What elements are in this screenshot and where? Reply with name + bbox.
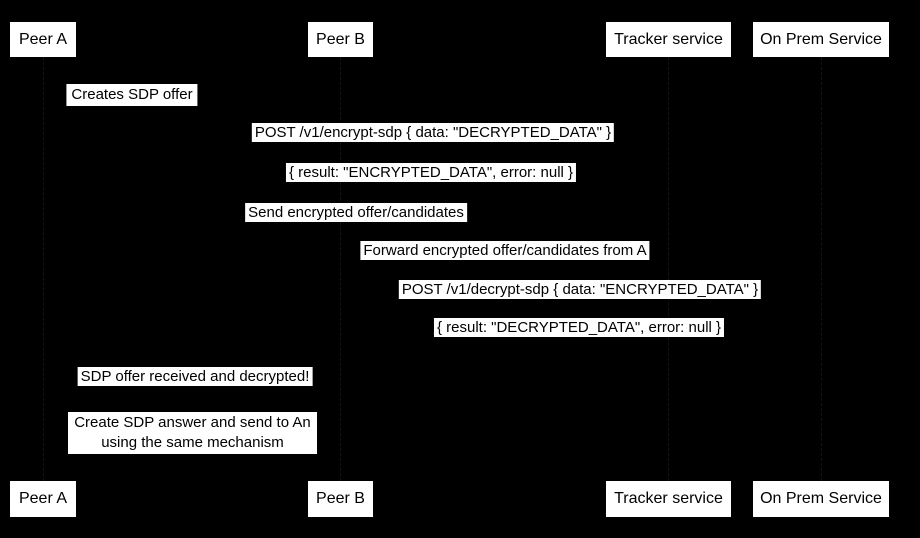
- message-encrypt-sdp-response: { result: "ENCRYPTED_DATA", error: null …: [285, 163, 577, 182]
- note-create-sdp-answer-line-2: using the same mechanism: [101, 434, 284, 451]
- message-decrypt-sdp-response: { result: "DECRYPTED_DATA", error: null …: [433, 318, 725, 337]
- lifeline-on-prem-service: [821, 57, 822, 481]
- lifeline-tracker-service: [668, 57, 669, 481]
- message-forward-encrypted-offer: Forward encrypted offer/candidates from …: [360, 241, 650, 260]
- participant-on-prem-service-top: On Prem Service: [753, 22, 889, 57]
- note-create-sdp-answer: Create SDP answer and send to An using t…: [68, 412, 317, 454]
- participant-on-prem-service-bottom: On Prem Service: [753, 481, 889, 517]
- lifeline-peer-b: [340, 57, 341, 481]
- participant-tracker-service-bottom: Tracker service: [606, 481, 731, 517]
- participant-tracker-service-top: Tracker service: [606, 22, 731, 57]
- note-creates-sdp-offer: Creates SDP offer: [66, 84, 198, 106]
- participant-peer-a-bottom: Peer A: [10, 481, 76, 517]
- message-offer-received: SDP offer received and decrypted!: [77, 367, 313, 386]
- message-send-encrypted-offer: Send encrypted offer/candidates: [245, 203, 467, 222]
- participant-peer-a-top: Peer A: [10, 22, 76, 57]
- message-encrypt-sdp-request: POST /v1/encrypt-sdp { data: "DECRYPTED_…: [251, 123, 615, 142]
- participant-peer-b-bottom: Peer B: [308, 481, 373, 517]
- message-decrypt-sdp-request: POST /v1/decrypt-sdp { data: "ENCRYPTED_…: [398, 280, 762, 299]
- lifeline-peer-a: [43, 57, 44, 481]
- note-create-sdp-answer-line-1: Create SDP answer and send to An: [74, 414, 311, 431]
- participant-peer-b-top: Peer B: [308, 22, 373, 57]
